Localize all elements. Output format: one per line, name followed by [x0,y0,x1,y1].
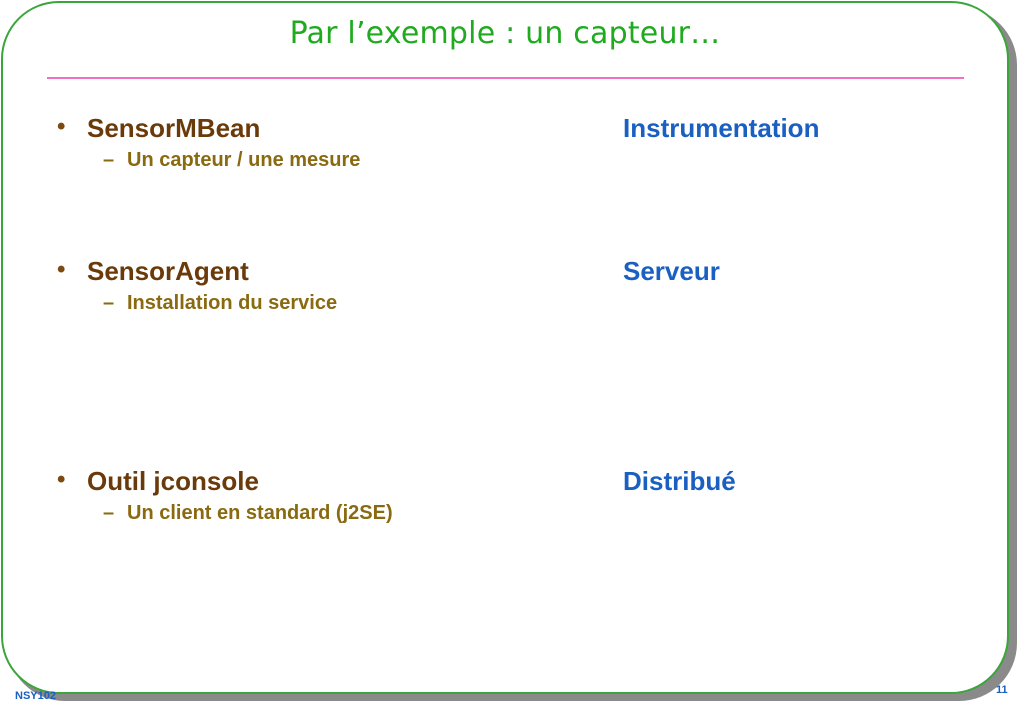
sub-bullet-label: Installation du service [127,292,338,314]
sub-bullet-line: – Installation du service [57,292,957,318]
title-divider [47,77,964,79]
bullet-icon: • [57,256,66,283]
list-item: • SensorMBean Instrumentation – Un capte… [57,113,957,175]
page-number: 11 [996,684,1008,696]
right-label: Serveur [623,256,720,286]
bullet-line: • Outil jconsole Distribué [57,466,957,498]
list-item: • Outil jconsole Distribué – Un client e… [57,466,957,528]
right-label: Instrumentation [623,113,820,143]
slide-title: Par l’exemple : un capteur… [289,16,721,51]
list-item: • SensorAgent Serveur – Installation du … [57,256,957,318]
right-label: Distribué [623,466,736,496]
sub-bullet-label: Un capteur / une mesure [127,149,361,171]
bullet-label: Outil jconsole [87,466,259,496]
sub-bullet-label: Un client en standard (j2SE) [127,502,393,524]
sub-bullet-line: – Un capteur / une mesure [57,149,957,175]
dash-icon: – [103,292,115,314]
sub-bullet-line: – Un client en standard (j2SE) [57,502,957,528]
bullet-line: • SensorMBean Instrumentation [57,113,957,145]
bullet-label: SensorAgent [87,256,249,286]
bullet-icon: • [57,113,66,140]
bullet-label: SensorMBean [87,113,261,143]
dash-icon: – [103,149,115,171]
dash-icon: – [103,502,115,524]
slide-frame [1,1,1009,694]
footer-course-code: NSY102 [15,690,56,702]
bullet-line: • SensorAgent Serveur [57,256,957,288]
bullet-icon: • [57,466,66,493]
